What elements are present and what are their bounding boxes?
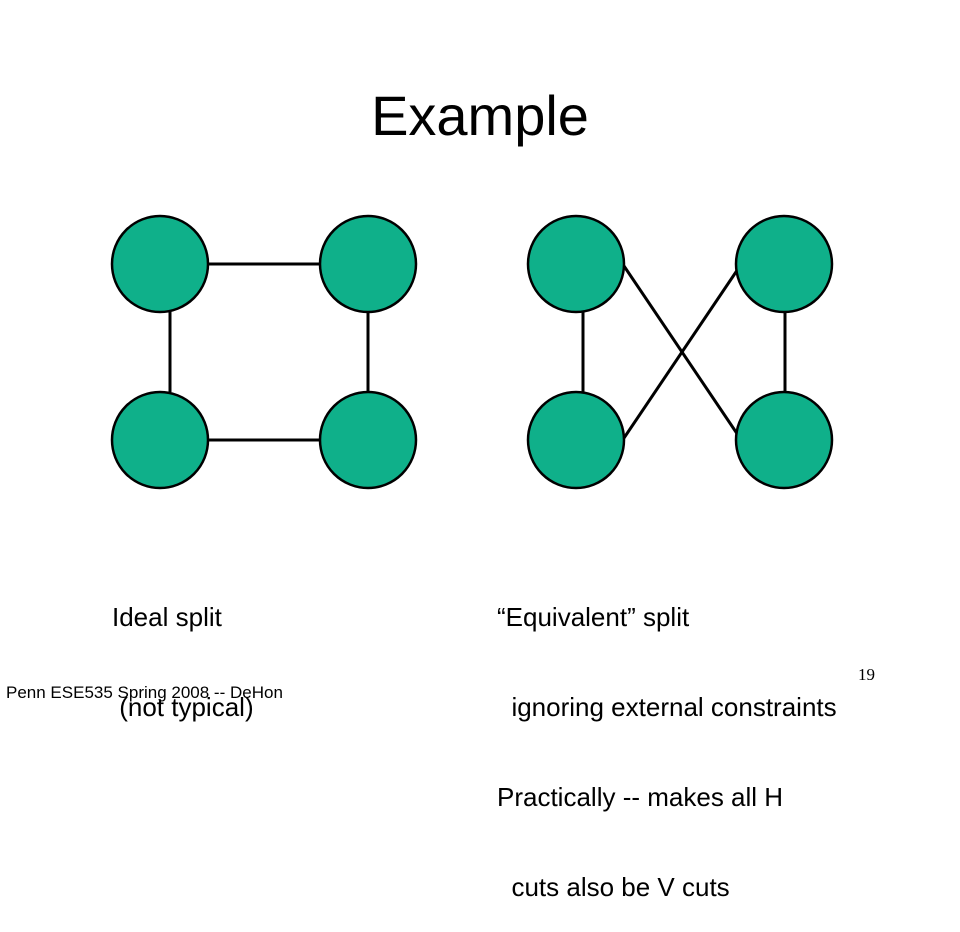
- caption-line: Ideal split: [112, 602, 222, 632]
- node-top-right: [318, 214, 418, 314]
- caption-line: Practically -- makes all H: [497, 782, 784, 812]
- graph-diagrams: [110, 214, 834, 490]
- slide-title: Example: [371, 84, 589, 147]
- edge-cross-up: [622, 265, 742, 439]
- node-bottom-right: [734, 390, 834, 490]
- footer-text: Penn ESE535 Spring 2008 -- DeHon: [6, 683, 283, 702]
- node-top-right: [734, 214, 834, 314]
- node-top-left: [526, 214, 626, 314]
- ideal-split-caption: Ideal split (not typical): [112, 542, 254, 752]
- caption-line: ignoring external constraints: [497, 692, 837, 722]
- caption-line: “Equivalent” split: [497, 602, 690, 632]
- caption-line: (not typical): [112, 692, 254, 722]
- equivalent-split-graph: [526, 214, 834, 490]
- node-bottom-right: [318, 390, 418, 490]
- ideal-split-graph: [110, 214, 418, 490]
- equivalent-split-caption: “Equivalent” split ignoring external con…: [497, 542, 837, 932]
- node-bottom-left: [526, 390, 626, 490]
- node-bottom-left: [110, 390, 210, 490]
- page-number: 19: [858, 665, 875, 684]
- caption-line: cuts also be V cuts: [497, 872, 730, 902]
- node-top-left: [110, 214, 210, 314]
